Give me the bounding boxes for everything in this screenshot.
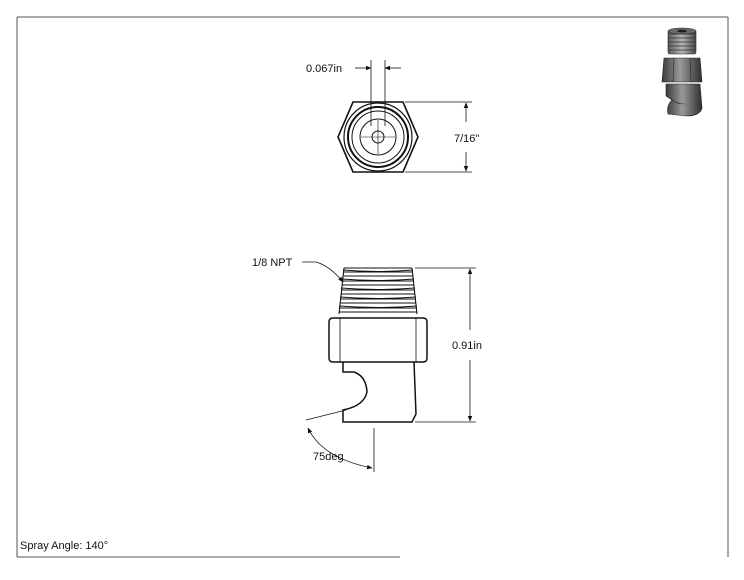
hex-dimension: [405, 101, 472, 173]
thread-label: 1/8 NPT: [252, 257, 293, 269]
thread-leader: [302, 261, 344, 283]
body-section: [328, 317, 428, 363]
sheet-border: [16, 16, 729, 558]
length-label: 0.91in: [452, 340, 482, 352]
nozzle-3d-thumbnail: [661, 27, 703, 117]
spray-angle-note: Spray Angle: 140°: [20, 540, 109, 552]
hex-label: 7/16": [454, 133, 479, 145]
top-view-hex: [337, 101, 419, 173]
thread-section: [338, 267, 418, 315]
length-dimension: [415, 267, 476, 423]
orifice-label: 0.067in: [306, 63, 342, 75]
deflector-section: [342, 361, 417, 423]
orifice-dimension: [355, 60, 401, 126]
side-view-nozzle: [328, 267, 428, 423]
angle-label: 75deg: [313, 451, 344, 463]
angle-dimension: [305, 409, 375, 472]
